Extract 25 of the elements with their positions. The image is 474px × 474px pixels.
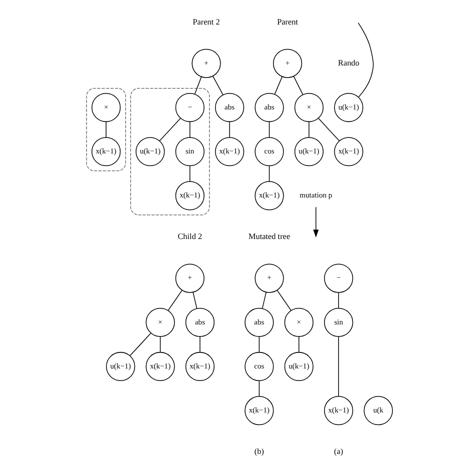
connector bbox=[293, 76, 304, 96]
connector bbox=[194, 76, 202, 94]
connector bbox=[268, 165, 270, 182]
connector bbox=[192, 292, 198, 309]
connector bbox=[318, 118, 340, 142]
connector bbox=[276, 290, 292, 311]
connector bbox=[338, 292, 339, 309]
connector bbox=[308, 121, 310, 138]
connector bbox=[338, 336, 339, 397]
arrow bbox=[313, 206, 319, 238]
connector bbox=[274, 76, 283, 95]
cluster bbox=[86, 88, 126, 172]
connector bbox=[258, 380, 260, 397]
connector bbox=[298, 336, 300, 353]
connector bbox=[130, 332, 152, 356]
cluster bbox=[130, 88, 210, 216]
connector bbox=[262, 292, 267, 309]
connector bbox=[358, 22, 374, 98]
connector bbox=[159, 118, 181, 142]
connector bbox=[160, 336, 161, 353]
connector bbox=[229, 121, 230, 138]
connector bbox=[268, 121, 270, 138]
connector bbox=[168, 290, 182, 311]
connector bbox=[258, 336, 260, 353]
connector bbox=[212, 76, 224, 96]
